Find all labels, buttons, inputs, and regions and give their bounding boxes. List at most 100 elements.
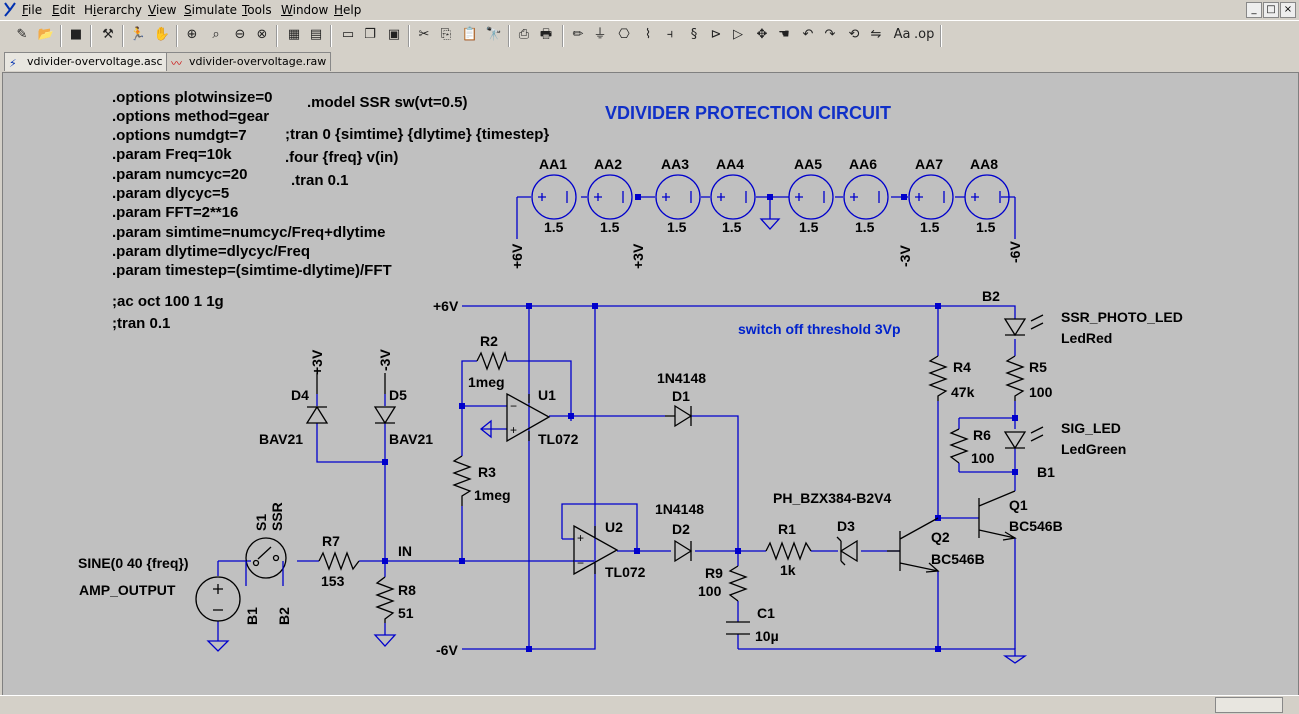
- resize-grip[interactable]: [1215, 697, 1283, 713]
- spice-directives[interactable]: .options plotwinsize=0 .options method=g…: [112, 89, 549, 332]
- led-sig[interactable]: SIG_LED LedGreen: [1003, 420, 1126, 457]
- diode-d5[interactable]: D5 BAV21: [373, 373, 433, 447]
- resistor-r4[interactable]: R4 47k: [928, 355, 975, 401]
- directive-line[interactable]: .options method=gear: [112, 108, 269, 125]
- menu-view[interactable]: View: [148, 3, 177, 17]
- directive-line[interactable]: .param dlytime=dlycyc/Freq: [112, 243, 310, 260]
- net-label-in[interactable]: IN: [398, 543, 412, 559]
- open-icon[interactable]: 📂: [37, 27, 55, 42]
- copy-icon[interactable]: ⎘: [440, 27, 452, 42]
- capacitor-icon[interactable]: ⫞: [666, 27, 674, 42]
- rotate-icon[interactable]: ⟲: [848, 27, 860, 42]
- label-net-icon[interactable]: ⎔: [618, 27, 630, 42]
- tran-comment[interactable]: ;tran 0 {simtime} {dlytime} {timestep}: [285, 126, 549, 143]
- print-icon[interactable]: 🖶: [539, 27, 553, 42]
- close-window-icon[interactable]: ▣: [387, 27, 401, 42]
- text-icon[interactable]: Aa: [893, 27, 911, 42]
- opamp-u2[interactable]: + − U2 TL072: [573, 519, 646, 580]
- diode-d1[interactable]: 1N4148 D1: [657, 370, 706, 428]
- resistor-r5[interactable]: R5 100: [1005, 355, 1053, 401]
- ground-icon[interactable]: ⏚: [593, 27, 607, 42]
- net-label-m6[interactable]: -6V: [436, 642, 458, 658]
- directive-line[interactable]: .param simtime=numcyc/Freq+dlytime: [112, 224, 385, 241]
- spice-directive-icon[interactable]: .op: [914, 27, 935, 42]
- transistor-q2[interactable]: Q2 BC546B: [887, 517, 985, 573]
- switch-s1[interactable]: S1 SSR B1 B2: [244, 502, 292, 625]
- diode-icon[interactable]: ⊳: [710, 27, 722, 42]
- directive-line[interactable]: .options numdgt=7: [112, 127, 247, 144]
- zoom-in-icon[interactable]: ⊕: [186, 27, 198, 42]
- zoom-cancel-icon[interactable]: ⊗: [256, 27, 268, 42]
- schematic-drawing[interactable]: .options plotwinsize=0 .options method=g…: [3, 73, 1298, 695]
- schematic-title[interactable]: VDIVIDER PROTECTION CIRCUIT: [605, 103, 891, 123]
- control-panel-icon[interactable]: ⚒: [102, 27, 114, 42]
- menu-file[interactable]: File: [22, 3, 43, 17]
- capacitor-c1[interactable]: C1 10µ: [726, 605, 779, 644]
- resistor-icon[interactable]: ⌇: [644, 27, 652, 42]
- restore-button[interactable]: □: [1263, 2, 1279, 18]
- mirror-icon[interactable]: ⇋: [870, 27, 882, 42]
- resistor-r1[interactable]: R1 1k: [765, 521, 812, 578]
- print-setup-icon[interactable]: ⎙: [518, 27, 530, 42]
- comment-line[interactable]: ;tran 0.1: [112, 315, 170, 332]
- directive-line[interactable]: .param FFT=2**16: [112, 204, 238, 221]
- threshold-note[interactable]: switch off threshold 3Vp: [738, 321, 901, 337]
- ltspice-app-icon[interactable]: [3, 2, 17, 17]
- close-button[interactable]: ×: [1280, 2, 1296, 18]
- net-label-b2[interactable]: B2: [982, 288, 1000, 304]
- resistor-r8[interactable]: R8 51: [375, 576, 416, 623]
- cut-icon[interactable]: ✂: [418, 27, 430, 42]
- net-label-b1[interactable]: B1: [1037, 464, 1055, 480]
- resistor-r3[interactable]: R3 1meg: [452, 455, 511, 506]
- halt-icon[interactable]: ✋: [153, 27, 171, 42]
- directive-line[interactable]: .param dlycyc=5: [112, 185, 229, 202]
- directive-line[interactable]: .param timestep=(simtime-dlytime)/FFT: [112, 262, 392, 279]
- menu-help[interactable]: Help: [334, 3, 362, 17]
- minimize-button[interactable]: _: [1246, 2, 1262, 18]
- undo-icon[interactable]: ↶: [802, 27, 814, 42]
- autorange-icon[interactable]: ▤: [309, 27, 323, 42]
- inductor-icon[interactable]: §: [690, 27, 698, 42]
- schematic-canvas[interactable]: .options plotwinsize=0 .options method=g…: [2, 72, 1299, 696]
- diode-d2[interactable]: 1N4148 D2: [655, 501, 704, 563]
- menu-window[interactable]: Window: [281, 3, 329, 17]
- directive-line[interactable]: .param Freq=10k: [112, 146, 232, 163]
- menu-simulate[interactable]: Simulate: [184, 3, 238, 17]
- new-schematic-icon[interactable]: ✎: [16, 27, 28, 42]
- resistor-r9[interactable]: R9 100: [698, 565, 748, 602]
- run-icon[interactable]: 🏃: [129, 27, 147, 42]
- save-icon[interactable]: ■: [69, 27, 83, 42]
- directive-line[interactable]: .param numcyc=20: [112, 166, 248, 183]
- resistor-r7[interactable]: R7 153: [318, 533, 360, 589]
- opamp-u1[interactable]: − + U1 TL072: [479, 387, 579, 447]
- tab-waveform[interactable]: 〰vdivider-overvoltage.raw: [166, 52, 332, 71]
- four-directive[interactable]: .four {freq} v(in): [285, 149, 398, 166]
- paste-icon[interactable]: 📋: [461, 27, 479, 42]
- transistor-q1[interactable]: Q1 BC546B: [978, 490, 1063, 541]
- menu-hierarchy[interactable]: Hierarchy: [84, 3, 143, 17]
- drag-icon[interactable]: ☚: [778, 27, 790, 42]
- directive-line[interactable]: .options plotwinsize=0: [112, 89, 272, 106]
- resistor-r2[interactable]: R2 1meg: [468, 333, 508, 390]
- zoom-out-icon[interactable]: ⊖: [234, 27, 246, 42]
- redo-icon[interactable]: ↷: [824, 27, 836, 42]
- pan-icon[interactable]: ⌕: [212, 27, 220, 42]
- resistor-r6[interactable]: R6 100: [949, 427, 995, 466]
- net-label-m3[interactable]: -3V: [377, 349, 393, 371]
- component-icon[interactable]: ▷: [733, 27, 743, 42]
- cascade-icon[interactable]: ❐: [364, 27, 376, 42]
- find-icon[interactable]: 🔭: [485, 27, 503, 42]
- voltage-source-amp-output[interactable]: SINE(0 40 {freq}) AMP_OUTPUT: [78, 555, 241, 622]
- draw-wire-icon[interactable]: ✏: [572, 27, 584, 42]
- net-label-p3[interactable]: +3V: [309, 349, 325, 375]
- zener-d3[interactable]: PH_BZX384-B2V4 D3: [773, 490, 891, 566]
- comment-line[interactable]: ;ac oct 100 1 1g: [112, 293, 224, 310]
